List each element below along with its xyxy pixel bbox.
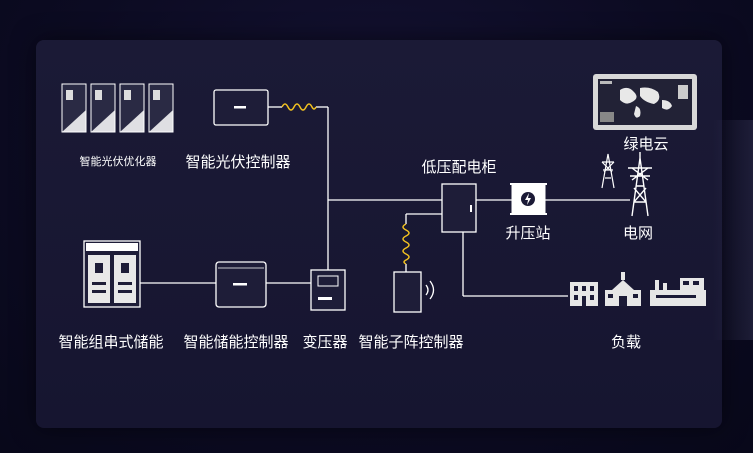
storage-controller-icon <box>215 261 267 308</box>
label-lv-cabinet: 低压配电柜 <box>421 159 497 176</box>
label-storage-controller: 智能储能控制器 <box>183 334 289 351</box>
factory-icon <box>650 278 706 306</box>
small-tower-icon <box>601 153 615 189</box>
label-transformer: 变压器 <box>302 334 348 351</box>
label-grid: 电网 <box>622 225 654 242</box>
building-icon <box>570 282 598 306</box>
label-pv-controller: 智能光伏控制器 <box>185 154 291 171</box>
transformer-icon <box>310 269 346 311</box>
label-string-storage: 智能组串式储能 <box>58 334 164 351</box>
label-green-cloud: 绿电云 <box>623 136 669 153</box>
label-load: 负载 <box>610 334 642 351</box>
label-pv-optimizer: 智能光伏优化器 <box>79 156 157 168</box>
solar-panel-icon <box>61 83 87 133</box>
subarray-controller-icon <box>393 271 422 313</box>
green-cloud-screen-icon <box>593 74 697 130</box>
pv-coil-icon <box>281 103 317 111</box>
solar-panel-icon <box>119 83 145 133</box>
pv-controller-icon <box>213 89 269 126</box>
solar-panel-icon <box>148 83 174 133</box>
label-subarray-controller: 智能子阵控制器 <box>358 334 464 351</box>
string-storage-icon <box>83 240 141 308</box>
solar-panel-icon <box>90 83 116 133</box>
wireless-signal-icon <box>425 280 435 300</box>
school-icon <box>605 272 641 306</box>
pv-optimizer-icons <box>61 83 174 133</box>
lv-cabinet-icon <box>441 183 477 233</box>
label-step-up-station: 升压站 <box>505 225 551 242</box>
step-up-station-icon <box>510 183 547 215</box>
power-tower-icon <box>628 152 652 217</box>
subarray-coil-icon <box>402 223 410 265</box>
